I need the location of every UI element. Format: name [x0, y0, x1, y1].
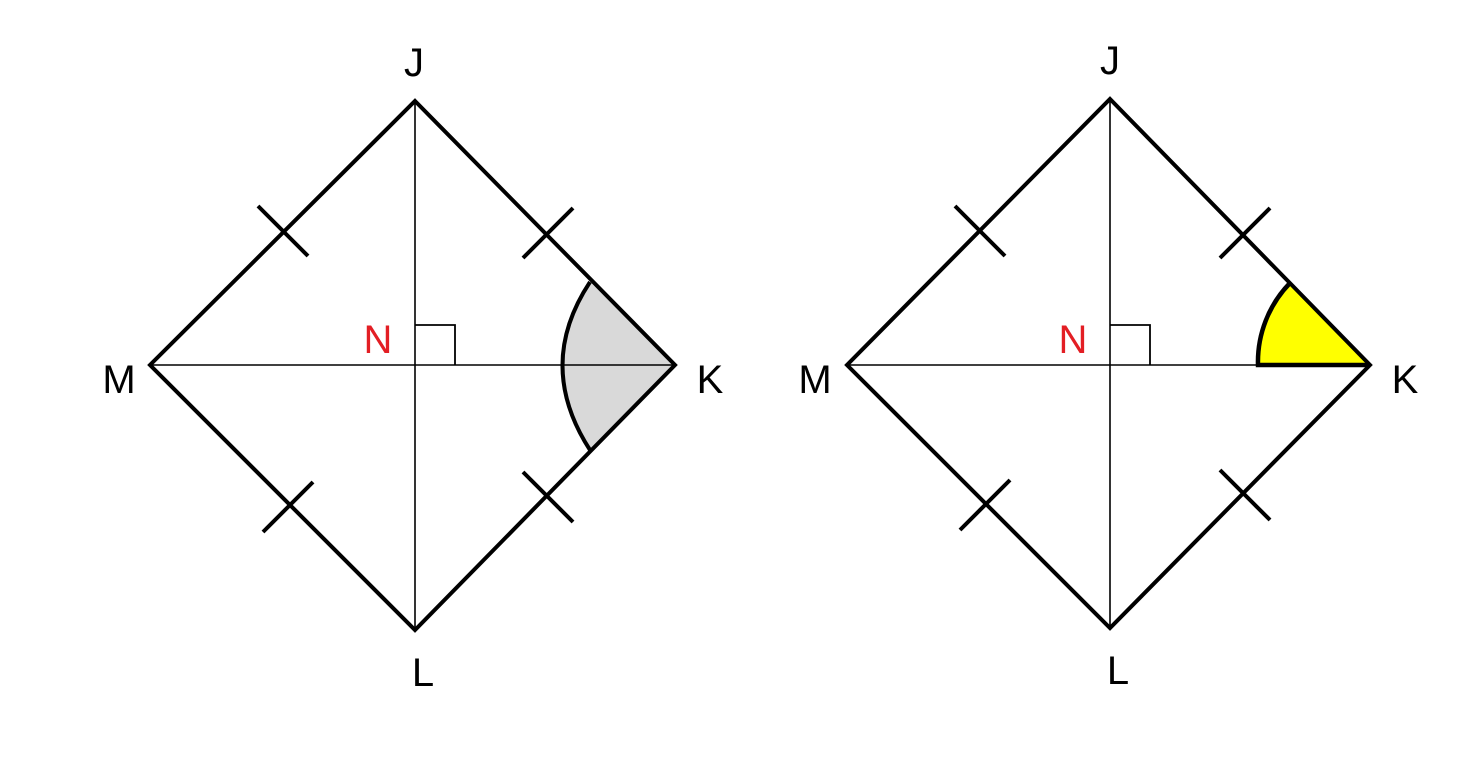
rhombus-figure-right: J K L M N — [798, 39, 1418, 693]
vertex-label-k: K — [697, 358, 724, 402]
tick-mark-mj — [953, 204, 1007, 258]
vertex-label-l: L — [1107, 649, 1129, 693]
angle-k-shaded-region — [562, 282, 675, 450]
vertex-label-j: J — [1100, 39, 1120, 83]
vertex-label-j: J — [404, 41, 424, 85]
tick-mark-jk — [1218, 206, 1272, 260]
tick-mark-ml — [261, 480, 315, 534]
rhombus-jklm — [844, 96, 1373, 631]
vertex-label-m: M — [102, 358, 135, 402]
center-label-n: N — [1059, 318, 1088, 362]
angle-k-highlight-outline — [1255, 281, 1370, 368]
vertex-label-k: K — [1392, 358, 1419, 402]
tick-mark-lk — [1218, 468, 1272, 522]
tick-mark-jk — [521, 206, 575, 260]
tick-mark-mj — [256, 204, 310, 258]
rhombus-figure-left: J K L M N — [102, 41, 723, 695]
tick-mark-lk — [521, 470, 575, 524]
center-label-n: N — [364, 318, 393, 362]
angle-k-highlighted-region — [1257, 283, 1370, 365]
vertex-label-l: L — [412, 651, 434, 695]
right-angle-marker — [1110, 324, 1151, 365]
rhombus-jklm — [147, 98, 678, 633]
tick-mark-ml — [958, 478, 1012, 532]
right-angle-marker — [415, 324, 456, 365]
vertex-label-m: M — [798, 358, 831, 402]
